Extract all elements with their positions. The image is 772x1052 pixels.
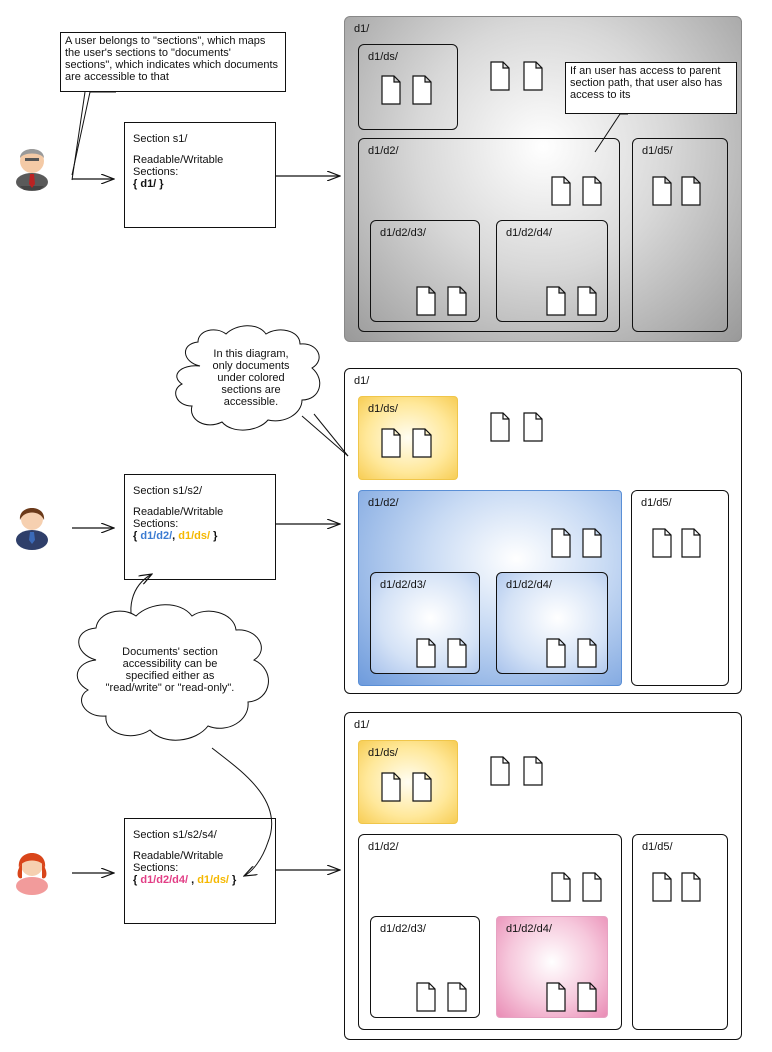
panel1-d3-label: d1/d2/d3/ [380,227,426,239]
panel3-d5-label: d1/d5/ [642,841,673,853]
panel3-d2-folder: d1/d2/ [358,834,622,1030]
section-title: Section s1/s2/s4/ [133,829,217,841]
document-icon [546,286,566,316]
panel1-note-path: If an user has access to parent section … [565,62,737,114]
document-icon [681,528,701,558]
panel2-ds-folder: d1/ds/ [358,396,458,480]
panel3-d2-label: d1/d2/ [368,841,399,853]
document-icon [412,428,432,458]
section-value-d2: d1/d2/ [140,530,173,542]
section-rw-label: Readable/Writable [133,506,224,518]
document-icon [546,982,566,1012]
section-sections-label: Sections: [133,166,179,178]
cloud-middle-text: Documents' section accessibility can be … [105,646,235,694]
section-sections-label: Sections: [133,862,179,874]
document-icon [582,528,602,558]
panel1-d4-folder: d1/d2/d4/ [496,220,608,322]
document-icon [381,75,401,105]
document-icon [523,61,543,91]
panel1-d5-folder: d1/d5/ [632,138,728,332]
document-icon [681,872,701,902]
panel2-d5-label: d1/d5/ [641,497,672,509]
document-icon [416,286,436,316]
panel1-note-user: A user belongs to "sections", which maps… [60,32,286,92]
document-icon [652,872,672,902]
cloud-top-text: In this diagram, only documents under co… [212,348,290,408]
panel2-d2-label: d1/d2/ [368,497,399,509]
section-value-ds: d1/ds/ [178,530,211,542]
document-icon [416,982,436,1012]
section-rw-label: Readable/Writable [133,154,224,166]
panel1-d2-label: d1/d2/ [368,145,399,157]
panel3-d5-folder: d1/d5/ [632,834,728,1030]
document-icon [582,176,602,206]
panel1-d3-folder: d1/d2/d3/ [370,220,480,322]
document-icon [412,772,432,802]
section-title: Section s1/s2/ [133,485,203,497]
panel3-d3-folder: d1/d2/d3/ [370,916,480,1018]
panel3-d4-label: d1/d2/d4/ [506,923,552,935]
user-avatar-icon [16,853,48,895]
document-icon [577,982,597,1012]
section-rw-label: Readable/Writable [133,850,224,862]
document-icon [652,176,672,206]
document-icon [546,638,566,668]
panel1-ds-label: d1/ds/ [368,51,398,63]
document-icon [381,772,401,802]
document-icon [652,528,672,558]
section-value-ds: d1/ds/ [197,874,229,886]
panel3-ds-folder: d1/ds/ [358,740,458,824]
panel1-root-label: d1/ [354,23,370,35]
document-icon [490,61,510,91]
panel2-section-box: Section s1/s2/ Readable/Writable Section… [124,474,276,580]
document-icon [577,286,597,316]
document-icon [381,428,401,458]
panel2-root-label: d1/ [354,375,370,387]
panel2-ds-label: d1/ds/ [368,403,398,415]
section-value: d1/ [140,178,157,190]
document-icon [551,872,571,902]
document-icon [551,528,571,558]
document-icon [523,412,543,442]
panel1-d2-folder: d1/d2/ [358,138,620,332]
document-icon [582,872,602,902]
panel1-d4-label: d1/d2/d4/ [506,227,552,239]
panel2-d5-folder: d1/d5/ [631,490,729,686]
section-sections-label: Sections: [133,518,179,530]
document-icon [490,756,510,786]
panel3-d3-label: d1/d2/d3/ [380,923,426,935]
user-avatar-icon [16,149,48,191]
document-icon [416,638,436,668]
document-icon [577,638,597,668]
user-avatar-icon [16,508,48,550]
document-icon [447,982,467,1012]
cloud-callout-icon [175,325,321,431]
cloud-callout-icon [76,604,269,741]
document-icon [412,75,432,105]
document-icon [681,176,701,206]
panel1-d5-label: d1/d5/ [642,145,673,157]
panel2-d4-label: d1/d2/d4/ [506,579,552,591]
document-icon [551,176,571,206]
panel1-ds-folder: d1/ds/ [358,44,458,130]
panel3-ds-label: d1/ds/ [368,747,398,759]
section-value-d4: d1/d2/d4/ [140,874,189,886]
document-icon [447,286,467,316]
section-title: Section s1/ [133,133,188,145]
panel3-root-label: d1/ [354,719,370,731]
document-icon [523,756,543,786]
panel1-section-box: Section s1/ Readable/Writable Sections: … [124,122,276,228]
document-icon [490,412,510,442]
panel2-d3-label: d1/d2/d3/ [380,579,426,591]
document-icon [447,638,467,668]
